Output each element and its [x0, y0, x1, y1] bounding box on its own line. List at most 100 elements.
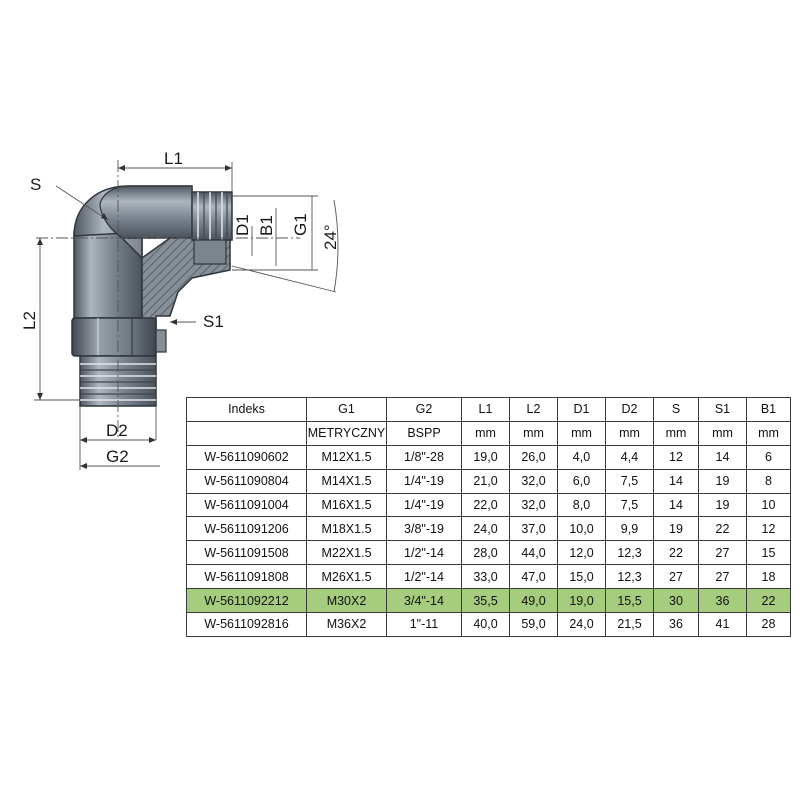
table-cell: 1"-11	[386, 612, 462, 637]
table-cell: 12	[746, 516, 791, 542]
table-cell: W-5611091004	[186, 492, 307, 518]
label-g2: G2	[106, 447, 129, 466]
label-d1: D1	[233, 214, 252, 236]
table-cell: 10,0	[557, 516, 606, 542]
table-cell: BSPP	[386, 420, 462, 446]
table-cell: 22,0	[461, 492, 510, 518]
table-cell: 30	[653, 588, 699, 614]
table-cell: 35,5	[461, 588, 510, 614]
table-cell: mm	[461, 420, 510, 446]
label-l1: L1	[164, 149, 183, 168]
table-cell: 19	[698, 492, 747, 518]
table-cell: mm	[605, 420, 654, 446]
table-cell: 12,0	[557, 540, 606, 566]
table-cell: 21,0	[461, 468, 510, 494]
table-cell: 22	[746, 588, 791, 614]
label-b1: B1	[257, 215, 276, 236]
table-cell: 27	[653, 564, 699, 590]
table-cell: 22	[698, 516, 747, 542]
table-cell: 24,0	[557, 612, 606, 637]
table-cell: mm	[509, 420, 558, 446]
table-cell: 33,0	[461, 564, 510, 590]
table-cell: 4,4	[605, 444, 654, 470]
table-cell: 12,3	[605, 564, 654, 590]
table-cell: 4,0	[557, 444, 606, 470]
table-cell: 36	[698, 588, 747, 614]
table-cell: 8	[746, 468, 791, 494]
table-cell: 32,0	[509, 492, 558, 518]
table-cell: 24,0	[461, 516, 510, 542]
label-d2: D2	[106, 421, 128, 440]
table-cell: 14	[653, 492, 699, 518]
table-cell: 12	[653, 444, 699, 470]
table-cell: S1	[698, 397, 747, 422]
label-angle: 24°	[321, 224, 340, 250]
table-cell: 7,5	[605, 492, 654, 518]
table-cell: M12X1.5	[306, 444, 387, 470]
table-cell: 19	[698, 468, 747, 494]
table-cell: G1	[306, 397, 387, 422]
table-cell: 36	[653, 612, 699, 637]
table-cell: 49,0	[509, 588, 558, 614]
horizontal-leg	[99, 185, 193, 239]
table-cell: 1/8"-28	[386, 444, 462, 470]
table-cell: 1/4"-19	[386, 492, 462, 518]
label-g1: G1	[291, 213, 310, 236]
table-cell: D2	[605, 397, 654, 422]
table-cell: Indeks	[186, 397, 307, 422]
label-s1: S1	[203, 312, 224, 331]
table-cell: S	[653, 397, 699, 422]
table-cell: METRYCZNY	[306, 420, 387, 446]
table-cell: 15,5	[605, 588, 654, 614]
table-cell: 6,0	[557, 468, 606, 494]
table-cell: 22	[653, 540, 699, 566]
table-cell: 19	[653, 516, 699, 542]
table-cell: mm	[746, 420, 791, 446]
table-cell: 7,5	[605, 468, 654, 494]
table-cell: 14	[653, 468, 699, 494]
table-cell: mm	[653, 420, 699, 446]
table-cell: 37,0	[509, 516, 558, 542]
table-cell: 27	[698, 564, 747, 590]
table-cell: W-5611090804	[186, 468, 307, 494]
label-s: S	[30, 175, 41, 194]
table-cell: W-5611091808	[186, 564, 307, 590]
table-cell: 1/2"-14	[386, 540, 462, 566]
table-cell: M16X1.5	[306, 492, 387, 518]
table-cell: 28	[746, 612, 791, 637]
table-cell: 41	[698, 612, 747, 637]
table-cell: W-5611090602	[186, 444, 307, 470]
table-cell: 1/4"-19	[386, 468, 462, 494]
lock-nut-s1	[71, 317, 167, 357]
table-cell: 3/8"-19	[386, 516, 462, 542]
table-cell: 21,5	[605, 612, 654, 637]
table-cell: 3/4"-14	[386, 588, 462, 614]
table-cell: 59,0	[509, 612, 558, 637]
table-cell: M26X1.5	[306, 564, 387, 590]
table-cell: 10	[746, 492, 791, 518]
table-cell: 40,0	[461, 612, 510, 637]
table-cell: W-5611092212	[186, 588, 307, 614]
table-cell	[186, 420, 307, 446]
table-cell: W-5611091206	[186, 516, 307, 542]
fitting-body	[71, 185, 233, 407]
table-cell: G2	[386, 397, 462, 422]
table-cell: L2	[509, 397, 558, 422]
table-cell: mm	[557, 420, 606, 446]
table-cell: M30X2	[306, 588, 387, 614]
table-cell: 9,9	[605, 516, 654, 542]
table-cell: 6	[746, 444, 791, 470]
table-cell: 15,0	[557, 564, 606, 590]
label-l2: L2	[20, 311, 39, 330]
